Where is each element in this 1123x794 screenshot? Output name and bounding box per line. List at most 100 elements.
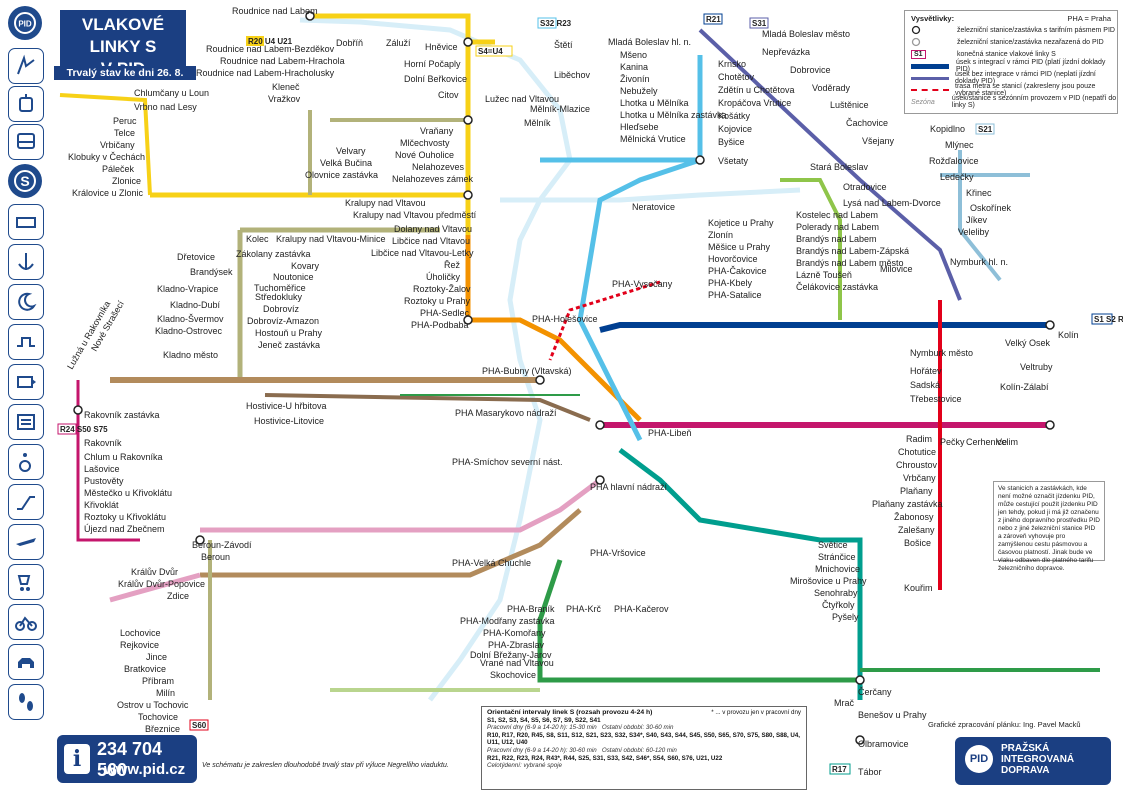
- station-rakovnik-zastavka[interactable]: Rakovník zastávka: [84, 410, 160, 420]
- station-velka-chuchle[interactable]: PHA-Velká Chuchle: [452, 558, 531, 568]
- station-hostivice-u-hrbitova[interactable]: Hostivice-U hřbitova: [246, 401, 327, 411]
- station-lustenice[interactable]: Luštěnice: [830, 100, 869, 110]
- station-bratkovice[interactable]: Bratkovice: [124, 664, 166, 674]
- station-beroun[interactable]: Beroun: [201, 552, 230, 562]
- station-chlumcany[interactable]: Chlumčany u Loun: [134, 88, 209, 98]
- station-vrsovice[interactable]: PHA-Vršovice: [590, 548, 646, 558]
- station-skochovice[interactable]: Skochovice: [490, 670, 536, 680]
- station-rozdalovice[interactable]: Rožďalovice: [929, 156, 979, 166]
- station-mlynec[interactable]: Mlýnec: [945, 140, 974, 150]
- station-velim[interactable]: Velim: [996, 437, 1018, 447]
- station-oskorinek[interactable]: Oskořínek: [970, 203, 1012, 213]
- station-mestecko[interactable]: Městečko u Křivoklátu: [84, 488, 172, 498]
- station-noutonice[interactable]: Noutonice: [273, 272, 314, 282]
- station-kacerov[interactable]: PHA-Kačerov: [614, 604, 669, 614]
- tram-icon[interactable]: [8, 86, 44, 122]
- station-cerhenice[interactable]: Cerhenice: [966, 437, 1007, 447]
- station-beroun-zavodi[interactable]: Beroun-Závodí: [192, 540, 252, 550]
- station-nelahozeves-zamek[interactable]: Nelahozeves zámek: [392, 174, 474, 184]
- station-nelahozeves[interactable]: Nelahozeves: [412, 162, 465, 172]
- station-voderady[interactable]: Voděrady: [812, 83, 851, 93]
- station-dobrovice[interactable]: Dobrovice: [790, 65, 831, 75]
- station-melnicka-vrutice[interactable]: Mělnická Vrutice: [620, 134, 686, 144]
- station-kolec[interactable]: Kolec: [246, 234, 269, 244]
- station-branik[interactable]: PHA-Braník: [507, 604, 555, 614]
- station-masarykovo[interactable]: PHA Masarykovo nádraží: [455, 408, 557, 418]
- station-kourim[interactable]: Kouřim: [904, 583, 933, 593]
- route-planner-icon[interactable]: [8, 48, 44, 84]
- ticket-icon[interactable]: [8, 204, 44, 240]
- station-hostoun[interactable]: Hostouň u Prahy: [255, 328, 323, 338]
- station-libcice-letky[interactable]: Libčice nad Vltavou-Letky: [371, 248, 474, 258]
- station-zbraslav[interactable]: PHA-Zbraslav: [488, 640, 545, 650]
- station-mlcechvosty[interactable]: Mlčechvosty: [400, 138, 450, 148]
- station-hledsebe[interactable]: Hleďsebe: [620, 122, 659, 132]
- station-svetice[interactable]: Světice: [818, 540, 848, 550]
- station-kostelec[interactable]: Kostelec nad Labem: [796, 210, 878, 220]
- station-kbely[interactable]: PHA-Kbely: [708, 278, 753, 288]
- station-kojovice[interactable]: Kojovice: [718, 124, 752, 134]
- station-kanina[interactable]: Kanina: [620, 62, 648, 72]
- station-hovorcovice[interactable]: Hovorčovice: [708, 254, 758, 264]
- footprints-icon[interactable]: [8, 684, 44, 720]
- station-krnsko[interactable]: Krnsko: [718, 59, 746, 69]
- station-vrbcany[interactable]: Vrbčany: [903, 473, 936, 483]
- station-zabonosy[interactable]: Žabonosy: [894, 512, 934, 522]
- s-train-icon[interactable]: S: [8, 164, 42, 198]
- station-breznice[interactable]: Březnice: [145, 724, 180, 734]
- station-kladno-vrapice[interactable]: Kladno-Vrapice: [157, 284, 218, 294]
- station-mlada-boleslav-mesto[interactable]: Mladá Boleslav město: [762, 29, 850, 39]
- station-chroustov[interactable]: Chroustov: [896, 460, 938, 470]
- station-pustovety[interactable]: Pustověty: [84, 476, 124, 486]
- station-veleliby[interactable]: Veleliby: [958, 227, 990, 237]
- station-nymburk-hl[interactable]: Nymburk hl. n.: [950, 257, 1008, 267]
- station-mirosovice[interactable]: Mirošovice u Prahy: [790, 576, 867, 586]
- station-podbaba[interactable]: PHA-Podbaba: [411, 320, 469, 330]
- station-tabor[interactable]: Tábor: [858, 767, 882, 777]
- station-nebuzely[interactable]: Nebužely: [620, 86, 658, 96]
- station-hrachola[interactable]: Roudnice nad Labem-Hrachola: [220, 56, 345, 66]
- station-mrac[interactable]: Mrač: [834, 698, 854, 708]
- station-pecky[interactable]: Pečky: [940, 437, 965, 447]
- station-ledecky[interactable]: Ledečky: [940, 172, 974, 182]
- station-klenec[interactable]: Kleneč: [272, 82, 300, 92]
- station-peruc[interactable]: Peruc: [113, 116, 137, 126]
- station-zaluzi[interactable]: Záluží: [386, 38, 411, 48]
- station-rakovnik[interactable]: Rakovník: [84, 438, 122, 448]
- station-lhotka-zastavka[interactable]: Lhotka u Mělníka zastávka: [620, 110, 727, 120]
- station-dobroviz-amazon[interactable]: Dobrovíz-Amazon: [247, 316, 319, 326]
- station-kraluv-dvur-popovice[interactable]: Králův Dvůr-Popovice: [118, 579, 205, 589]
- regional-icon[interactable]: [8, 364, 44, 400]
- station-cercany[interactable]: Čerčany: [858, 687, 892, 697]
- station-kosatky[interactable]: Košátky: [718, 111, 751, 121]
- station-klobuky[interactable]: Klobuky v Čechách: [68, 152, 145, 162]
- station-brandysek[interactable]: Brandýsek: [190, 267, 233, 277]
- station-cachovice[interactable]: Čachovice: [846, 118, 888, 128]
- station-krinec[interactable]: Křinec: [966, 188, 992, 198]
- contact-web[interactable]: www.pid.cz: [104, 761, 186, 778]
- station-luzec[interactable]: Lužec nad Vltavou: [485, 94, 559, 104]
- station-kralovice[interactable]: Královice u Zlonic: [72, 188, 144, 198]
- station-brandys[interactable]: Brandýs nad Labem: [796, 234, 877, 244]
- station-libcice[interactable]: Libčice nad Vltavou: [392, 236, 470, 246]
- station-dobrin[interactable]: Dobříň: [336, 38, 363, 48]
- station-ostrov-u-tochovic[interactable]: Ostrov u Tochovic: [117, 700, 189, 710]
- station-pribram[interactable]: Příbram: [142, 676, 174, 686]
- station-holesovice[interactable]: PHA-Holešovice: [532, 314, 598, 324]
- station-lazne-tousen[interactable]: Lázně Toušeň: [796, 270, 852, 280]
- station-ujezd-nad-zbecnem[interactable]: Újezd nad Zbečnem: [84, 524, 165, 534]
- station-cakovice[interactable]: PHA-Čakovice: [708, 266, 767, 276]
- station-velky-osek[interactable]: Velký Osek: [1005, 338, 1051, 348]
- station-kopidlno[interactable]: Kopidlno: [930, 124, 965, 134]
- station-telce[interactable]: Telce: [114, 128, 135, 138]
- station-melnik[interactable]: Mělník: [524, 118, 551, 128]
- station-kladno-mesto[interactable]: Kladno město: [163, 350, 218, 360]
- station-zivonin[interactable]: Živonín: [620, 74, 650, 84]
- station-olovnice[interactable]: Olovnice zastávka: [305, 170, 378, 180]
- station-brandys-zapska[interactable]: Brandýs nad Labem-Zápská: [796, 246, 909, 256]
- station-komorany[interactable]: PHA-Komořany: [483, 628, 546, 638]
- station-vrbicany[interactable]: Vrbičany: [100, 140, 135, 150]
- station-pysely[interactable]: Pyšely: [832, 612, 859, 622]
- station-kolin[interactable]: Kolín: [1058, 330, 1079, 340]
- station-lochovice[interactable]: Lochovice: [120, 628, 161, 638]
